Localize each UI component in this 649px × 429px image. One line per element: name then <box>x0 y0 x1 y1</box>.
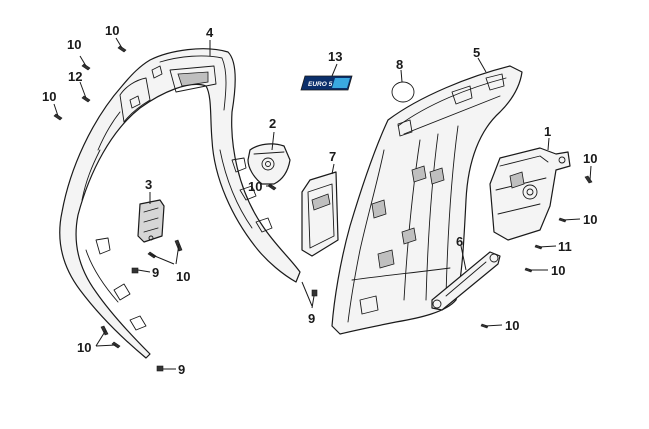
screw-10b <box>117 45 127 53</box>
callout-10-top-left-b: 10 <box>105 23 119 38</box>
callout-1: 1 <box>544 124 551 139</box>
callout-labels: 1 2 3 4 5 6 7 8 9 9 9 10 10 10 10 10 10 … <box>42 23 597 377</box>
part-5-inner-panel <box>331 65 523 335</box>
callout-9-left: 9 <box>152 265 159 280</box>
callout-10-right-mid: 10 <box>583 212 597 227</box>
callout-10-bracket: 10 <box>248 179 262 194</box>
part-2-bracket <box>247 143 291 185</box>
callout-8: 8 <box>396 57 403 72</box>
callout-3: 3 <box>145 177 152 192</box>
screw-10-right-b <box>558 217 567 223</box>
clip-9b <box>311 289 318 297</box>
callout-10-top-left-a: 10 <box>67 37 81 52</box>
callout-11: 11 <box>558 239 572 254</box>
part-3-clip <box>137 199 165 243</box>
callout-12: 12 <box>68 69 82 84</box>
callout-10-right-low: 10 <box>551 263 565 278</box>
screw-10c <box>53 113 63 121</box>
badge-label: EURO 5 <box>308 81 333 88</box>
callout-10-middle: 10 <box>176 269 190 284</box>
clip-9c <box>156 365 164 372</box>
callout-10-left: 10 <box>42 89 56 104</box>
callout-9-bottom: 9 <box>178 362 185 377</box>
screw-10-right-a <box>584 175 593 184</box>
callout-5: 5 <box>473 45 480 60</box>
callout-10-lower-left: 10 <box>77 340 91 355</box>
part-8-o-ring <box>391 81 415 103</box>
leader-lines <box>53 37 592 370</box>
callout-4: 4 <box>206 25 214 40</box>
screw-10-low-a <box>100 325 109 336</box>
callout-2: 2 <box>269 116 276 131</box>
callout-10-bottom-right: 10 <box>505 318 519 333</box>
part-1-lock-mechanism <box>489 147 571 241</box>
callout-9-center: 9 <box>308 311 315 326</box>
part-6-hinge-rod <box>431 251 501 311</box>
part-7-cover <box>301 171 339 257</box>
screw-11 <box>534 244 543 250</box>
callout-13: 13 <box>328 49 342 64</box>
part-4-front-shield <box>59 48 301 359</box>
screw-10a <box>81 63 91 71</box>
callout-6: 6 <box>456 234 463 249</box>
screw-10-bracket <box>267 183 277 191</box>
screw-10-right-c <box>524 267 533 273</box>
callout-7: 7 <box>329 149 336 164</box>
callout-10-right-top: 10 <box>583 151 597 166</box>
screw-12 <box>81 95 91 103</box>
clip-9a <box>131 267 139 274</box>
screw-10-right-d <box>480 323 489 329</box>
part-13-euro5-badge: EURO 5 <box>300 75 353 91</box>
